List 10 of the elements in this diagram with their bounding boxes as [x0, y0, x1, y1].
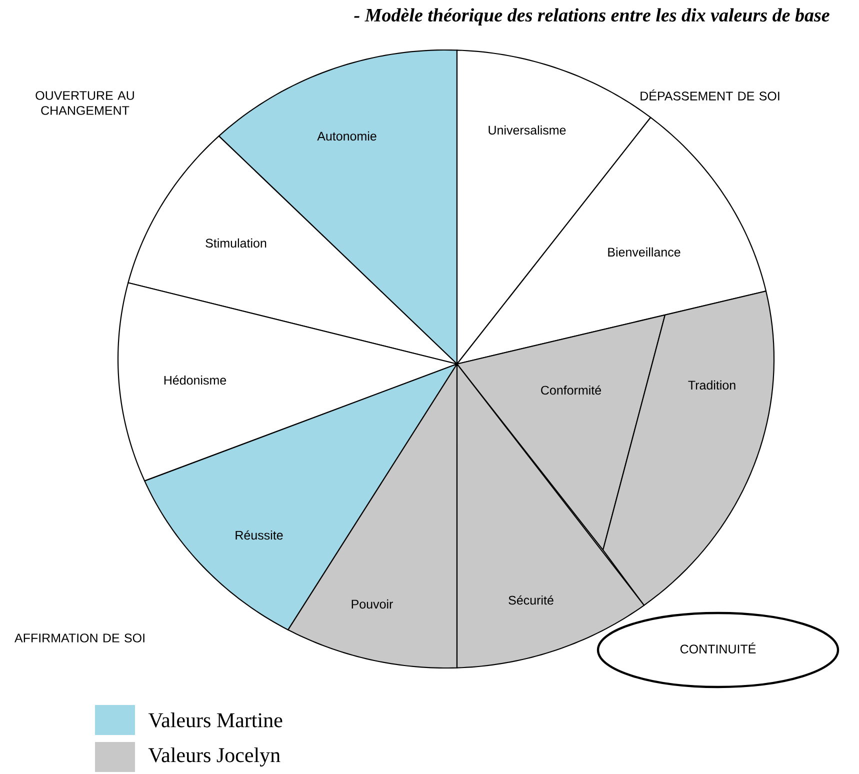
legend-label: Valeurs Martine: [148, 712, 282, 728]
group-label: AFFIRMATION DE SOI: [14, 634, 144, 642]
oval: CONTINUITÉ: [596, 612, 840, 688]
wheel-sector: Tradition: [602, 290, 775, 606]
title: - Modèle théorique des relations entre les dix valeurs de base: [354, 8, 830, 26]
group-label: OUVERTURE AU CHANGEMENT: [36, 91, 134, 115]
wheel-sector: Hédonisme: [117, 282, 458, 482]
legend-label: Valeurs Jocelyn: [148, 747, 280, 767]
wheel-sector: Pouvoir: [288, 363, 458, 669]
wheel-sector: Conformité: [456, 314, 666, 551]
